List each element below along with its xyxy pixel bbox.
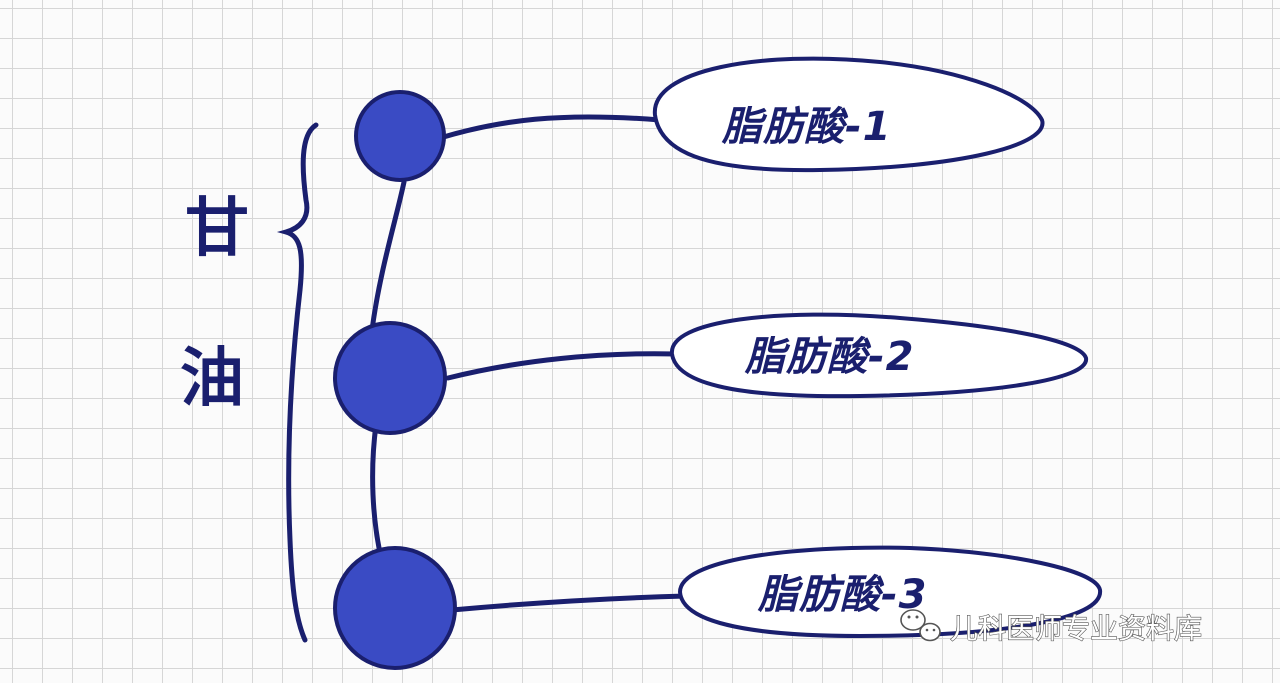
watermark: 儿科医师专业资料库 <box>900 609 1203 646</box>
fatty-acid-label-1: 脂肪酸-1 <box>721 104 891 150</box>
watermark-text: 儿科医师专业资料库 <box>950 612 1202 645</box>
glycerol-char-1: 甘 <box>185 192 249 266</box>
glycerol-node-2 <box>333 321 447 435</box>
fatty-acid-pill-1 <box>652 56 1045 173</box>
glycerol-node-3 <box>333 546 457 670</box>
glycerol-label: 甘 油 <box>180 192 249 416</box>
curly-brace <box>276 122 319 643</box>
fatty-acid-3: 脂肪酸-3 <box>677 545 1103 639</box>
fatty-acid-1: 脂肪酸-1 <box>652 56 1045 173</box>
ester-link-3 <box>449 593 689 613</box>
glycerol-nodes <box>333 90 457 670</box>
backbone-links <box>369 179 407 565</box>
fatty-acid-label-3: 脂肪酸-3 <box>757 572 927 618</box>
glycerol-char-2: 油 <box>180 342 244 416</box>
fatty-acid-2: 脂肪酸-2 <box>669 312 1088 399</box>
glycerol-node-1 <box>354 90 446 182</box>
backbone-link-2-3 <box>370 422 385 565</box>
wechat-icon <box>900 609 941 642</box>
ester-link-2 <box>445 351 681 381</box>
backbone-link-1-2 <box>369 179 407 333</box>
fatty-acid-pill-2 <box>669 312 1088 399</box>
ester-links <box>437 114 689 613</box>
fatty-acid-label-2: 脂肪酸-2 <box>744 334 914 380</box>
fatty-acid-pill-3 <box>677 545 1103 639</box>
ester-link-1 <box>437 114 663 141</box>
